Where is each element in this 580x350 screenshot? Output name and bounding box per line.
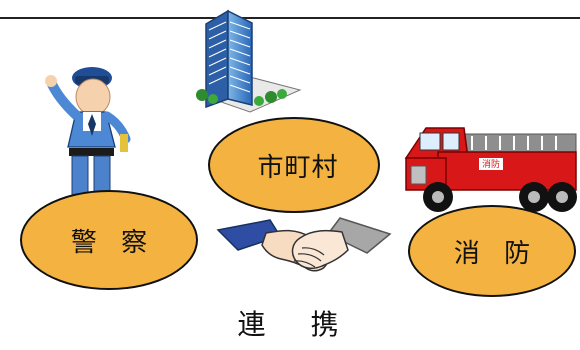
fire-bubble: 消 防	[408, 205, 576, 297]
svg-text:消防: 消防	[482, 158, 500, 169]
fire-label: 消 防	[453, 238, 539, 269]
city-label: 市町村	[257, 152, 339, 183]
police-bubble: 警 察	[20, 190, 198, 290]
handshake-icon	[216, 217, 392, 272]
cooperation-label: 連 携	[237, 308, 357, 341]
top-divider-line	[0, 17, 580, 19]
police-label: 警 察	[70, 227, 156, 258]
city-bubble: 市町村	[208, 117, 380, 213]
building-icon	[196, 9, 302, 113]
fire-truck-icon: 消防	[404, 127, 577, 212]
